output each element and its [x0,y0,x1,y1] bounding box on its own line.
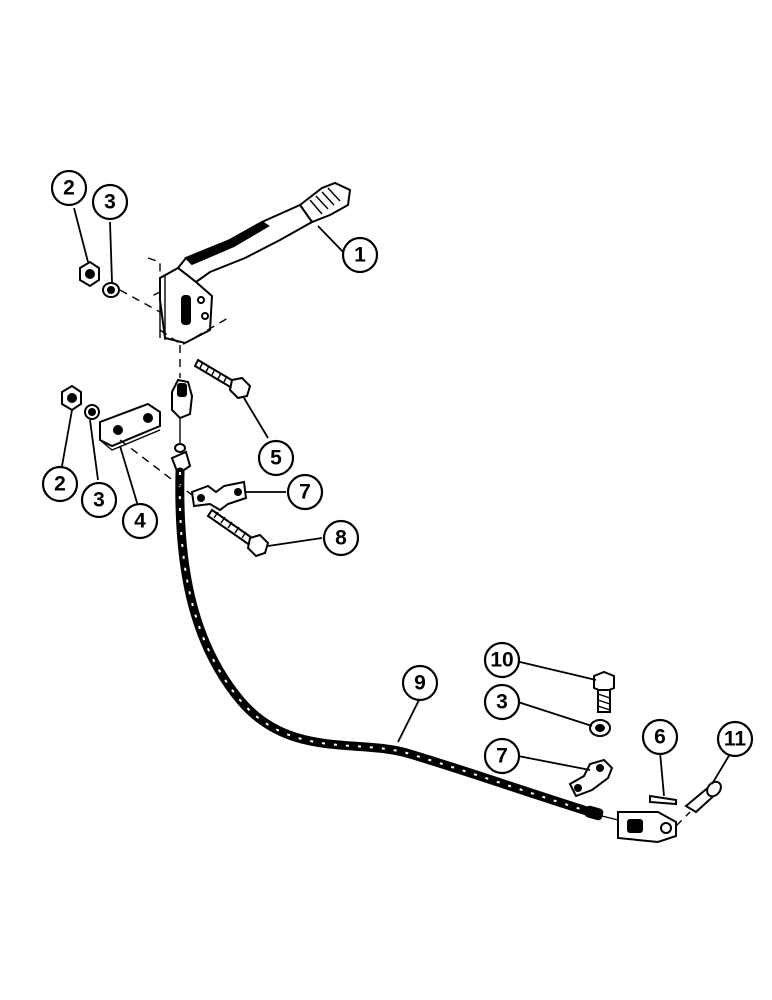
callout-9: 9 [401,664,439,702]
callout-7-upper: 7 [286,473,324,511]
svg-text:6: 6 [654,726,666,749]
callout-2-lower: 2 [41,465,79,503]
brake-cable-part [175,467,595,817]
clevis-pin-part [684,780,722,814]
callout-3-upper: 3 [91,183,129,221]
svg-text:8: 8 [335,527,347,550]
clip-bolt-part [206,508,270,558]
lower-clevis-part [584,805,677,844]
svg-text:9: 9 [414,672,426,695]
svg-text:3: 3 [496,691,508,714]
callout-6: 6 [641,718,679,756]
upper-clevis-part [170,378,194,476]
lower-cable-clip-part [568,758,614,798]
cable-washer-part [84,404,100,420]
callout-7-lower: 7 [483,737,521,775]
lever-nut-part [79,260,100,288]
leader-lines [61,207,731,797]
callout-4: 4 [121,502,159,540]
svg-text:5: 5 [270,447,282,470]
svg-text:3: 3 [104,191,116,214]
plate-assembly-guide [119,439,197,499]
lever-bolt-part [193,358,252,400]
callout-3-middle: 3 [80,481,118,519]
svg-text:10: 10 [490,649,513,672]
hand-lever-part [159,181,352,345]
lower-bolt-part [593,670,615,713]
callout-3-lower: 3 [483,683,521,721]
callout-8: 8 [322,519,360,557]
cotter-pin-part [649,794,677,806]
cable-plate-part [99,402,161,451]
lever-assembly-guides [119,257,229,378]
callout-10: 10 [483,641,521,679]
cable-nut-part [61,384,82,412]
svg-text:11: 11 [724,728,747,751]
svg-text:4: 4 [134,510,146,533]
callout-2-upper: 2 [50,169,88,207]
pin-assembly-guide [675,811,691,827]
lever-washer-part [102,282,120,298]
svg-text:2: 2 [54,473,66,496]
upper-cable-clip-part [190,480,248,512]
svg-text:7: 7 [496,745,508,768]
callout-11: 11 [716,720,754,758]
svg-text:3: 3 [93,489,105,512]
callout-5: 5 [257,439,295,477]
lower-washer-part [589,719,611,737]
svg-text:2: 2 [63,177,75,200]
svg-text:1: 1 [354,244,366,267]
callout-1: 1 [341,236,379,274]
svg-text:7: 7 [299,481,311,504]
